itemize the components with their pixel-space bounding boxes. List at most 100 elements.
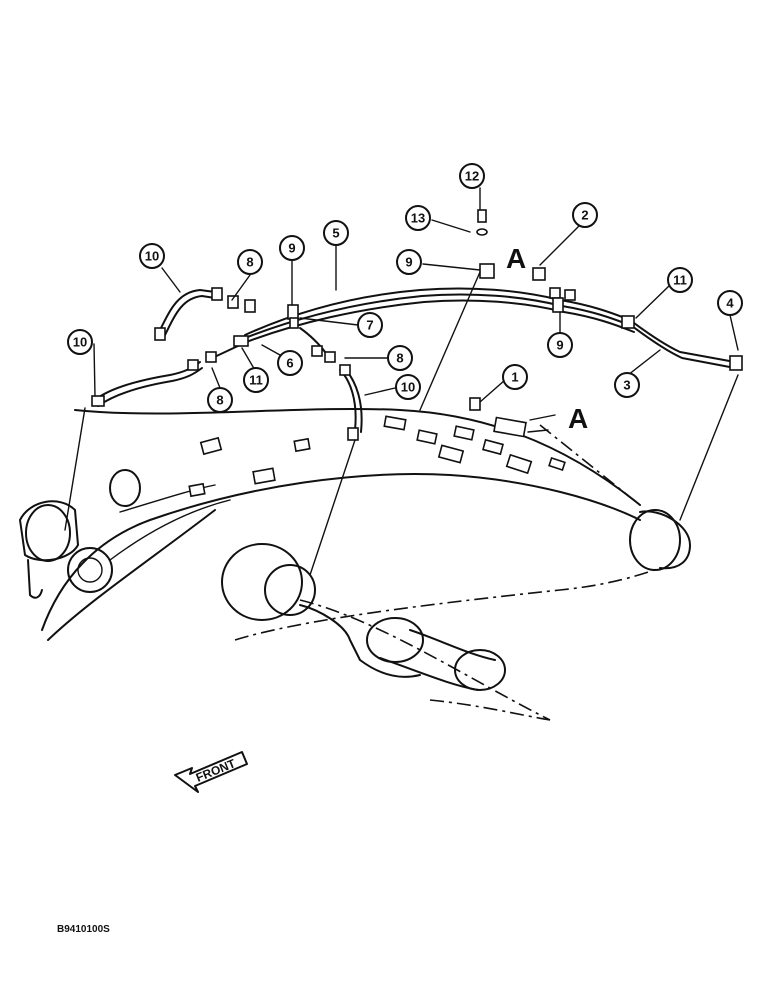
fitting [244,299,256,313]
svg-text:8: 8 [396,351,403,366]
leader [479,379,506,403]
front-label: FRONT [194,756,238,785]
svg-text:6: 6 [286,356,293,371]
section-a-label-upper: A [506,243,526,274]
tube-bundle-2 [239,293,633,341]
leader [161,267,181,293]
svg-text:12: 12 [465,169,479,184]
boom-pads [188,415,566,498]
callout-13: 13 [405,205,431,231]
leader [231,274,251,301]
fitting [211,287,223,301]
pad [453,425,475,441]
leader [309,439,356,576]
cylinder-gland [366,617,424,663]
fitting [564,289,576,301]
boom-rib-inner [109,499,231,561]
fitting [311,345,323,357]
boom-rib-detail [119,484,216,513]
boom-cylinder-mount-inner [77,557,103,583]
fitting [154,327,166,341]
callout-3: 3 [614,372,640,398]
clamp [552,297,564,313]
leader [261,344,281,356]
pad [548,457,566,471]
callout-6: 6 [277,350,303,376]
clamp [289,317,299,329]
cylinder-rod-line [429,699,551,721]
hose-10-top [159,289,216,331]
fitting [187,359,199,371]
clamp [621,315,635,329]
fitting [91,395,105,407]
fitting [532,267,546,281]
callout-10-right: 10 [395,374,421,400]
hose-10-left [94,361,201,401]
elbow-fitting [729,355,743,371]
svg-text:13: 13 [411,211,425,226]
svg-text:9: 9 [288,241,295,256]
section-a-label-lower: A [568,403,588,434]
front-arrow: FRONT [174,751,248,793]
fitting [227,295,239,309]
boom-foot-pin [25,504,71,562]
clamp [233,335,249,347]
svg-text:9: 9 [405,255,412,270]
svg-text:10: 10 [73,335,87,350]
fitting [347,427,359,441]
callout-7: 7 [357,312,383,338]
svg-text:8: 8 [216,393,223,408]
leader [679,374,739,521]
washer [476,228,488,236]
leader [431,219,471,233]
boom-foot-edge [27,559,43,599]
svg-text:1: 1 [511,370,518,385]
pad [188,482,206,498]
svg-text:11: 11 [673,273,687,288]
pad [505,453,533,475]
fitting [324,351,336,363]
svg-text:7: 7 [366,318,373,333]
callout-8-right: 8 [387,345,413,371]
boom-lug [109,469,141,507]
fitting [469,397,481,411]
svg-text:11: 11 [249,373,263,388]
callout-2: 2 [572,202,598,228]
section-a-guide [539,424,641,506]
leader [419,271,481,411]
leader [93,343,96,397]
hose-10-top-b [164,295,216,336]
callout-12: 12 [459,163,485,189]
boom-cylinder-mount [67,547,113,593]
cylinder-barrel [299,604,421,678]
pad [437,444,465,464]
leader [364,387,396,396]
callout-9-mid: 9 [279,235,305,261]
cylinder-head-outer [221,543,303,621]
svg-text:9: 9 [556,338,563,353]
arm-pin-boss-edge [639,510,691,570]
fitting [339,364,351,376]
bolt [477,209,487,223]
pad [199,436,223,456]
boom-centerline-bottom [299,599,551,721]
pad [383,415,407,431]
tube-3 [629,319,736,363]
pad [293,437,311,453]
front-arrow-shape [174,751,248,793]
detail-a-block [493,416,527,438]
tube-branch [299,327,326,353]
tube-bundle-1 [244,287,631,336]
svg-text:3: 3 [623,378,630,393]
leader [635,284,671,319]
callout-11-right: 11 [667,267,693,293]
leader [211,367,221,389]
callout-10-left: 10 [67,329,93,355]
leader [299,317,359,326]
svg-text:10: 10 [401,380,415,395]
svg-text:4: 4 [726,296,734,311]
callout-5: 5 [323,220,349,246]
boom-lower-rib [47,509,216,641]
